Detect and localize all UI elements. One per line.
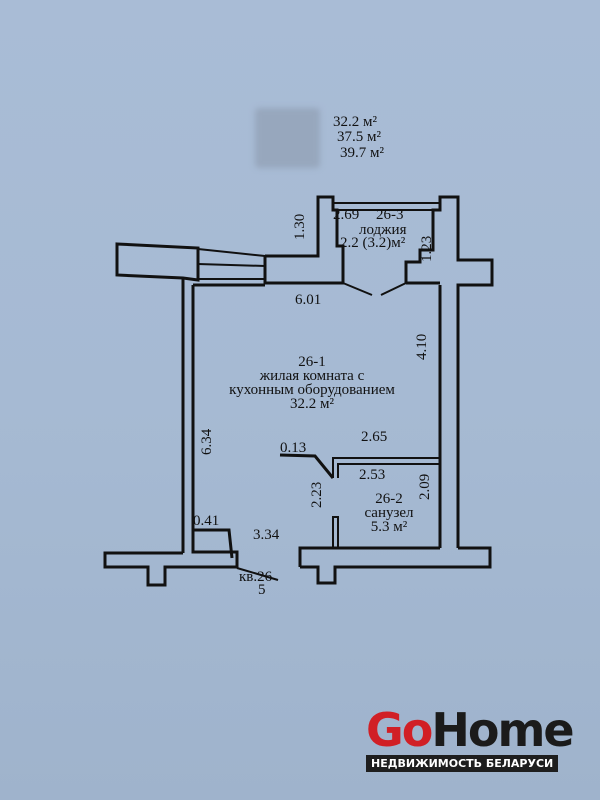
dim-loggia-side: 1.23 (419, 235, 435, 262)
room-name-bath: санузел (364, 505, 414, 521)
dim-room-left: 6.34 (199, 428, 215, 455)
room-area-living: 32.2 м² (290, 396, 334, 412)
loggia-railing (333, 202, 440, 211)
dim-bath-left: 2.23 (309, 481, 325, 508)
dim-entry-wall: 0.41 (193, 513, 220, 529)
bottom-wall-right-outer (300, 546, 492, 585)
entrance-label: кв.26 (239, 569, 273, 585)
bathroom-walls (332, 457, 440, 549)
loggia-door (342, 282, 407, 296)
walls (103, 195, 494, 587)
logo-tagline: НЕДВИЖИМОСТЬ БЕЛАРУСИ (366, 755, 559, 772)
entrance-number: 5 (258, 582, 266, 598)
dim-room-width: 6.01 (295, 292, 322, 308)
area-total: 37.5 м² (337, 129, 381, 145)
redacted-region (255, 108, 320, 168)
room-name-living-2: кухонным оборудованием (229, 382, 395, 398)
dim-hall: 3.34 (253, 527, 280, 543)
dim-partition: 0.13 (280, 440, 307, 456)
room-name-living-1: жилая комната с (259, 368, 365, 384)
dim-bath-top-outer: 2.65 (361, 429, 388, 445)
loggia-left-pillar (263, 195, 345, 285)
dim-bath-top-inner: 2.53 (359, 467, 386, 483)
room-id-living: 26-1 (298, 354, 326, 370)
gohome-logo: GoHome НЕДВИЖИМОСТЬ БЕЛАРУСИ (366, 703, 575, 772)
area-living: 32.2 м² (333, 114, 377, 130)
left-top-block (115, 242, 200, 282)
room-id-loggia: 26-3 (376, 207, 404, 223)
area-total-with-loggia: 39.7 м² (340, 145, 384, 161)
bottom-wall-left (103, 548, 239, 587)
dim-loggia-width: 2.69 (333, 207, 360, 223)
leaders (193, 453, 335, 581)
bottom-wall-right (298, 546, 440, 567)
dim-room-right: 4.10 (414, 333, 430, 360)
room-name-loggia: лоджия (359, 222, 407, 238)
window (197, 248, 266, 280)
dim-bath-right: 2.09 (417, 473, 433, 500)
logo-wordmark: GoHome (366, 703, 575, 757)
room-area-loggia: 2.2 (3.2)м² (340, 235, 406, 251)
room-area-bath: 5.3 м² (370, 519, 408, 535)
room-id-bath: 26-2 (375, 491, 403, 507)
dim-loggia-height: 1.30 (292, 213, 308, 240)
